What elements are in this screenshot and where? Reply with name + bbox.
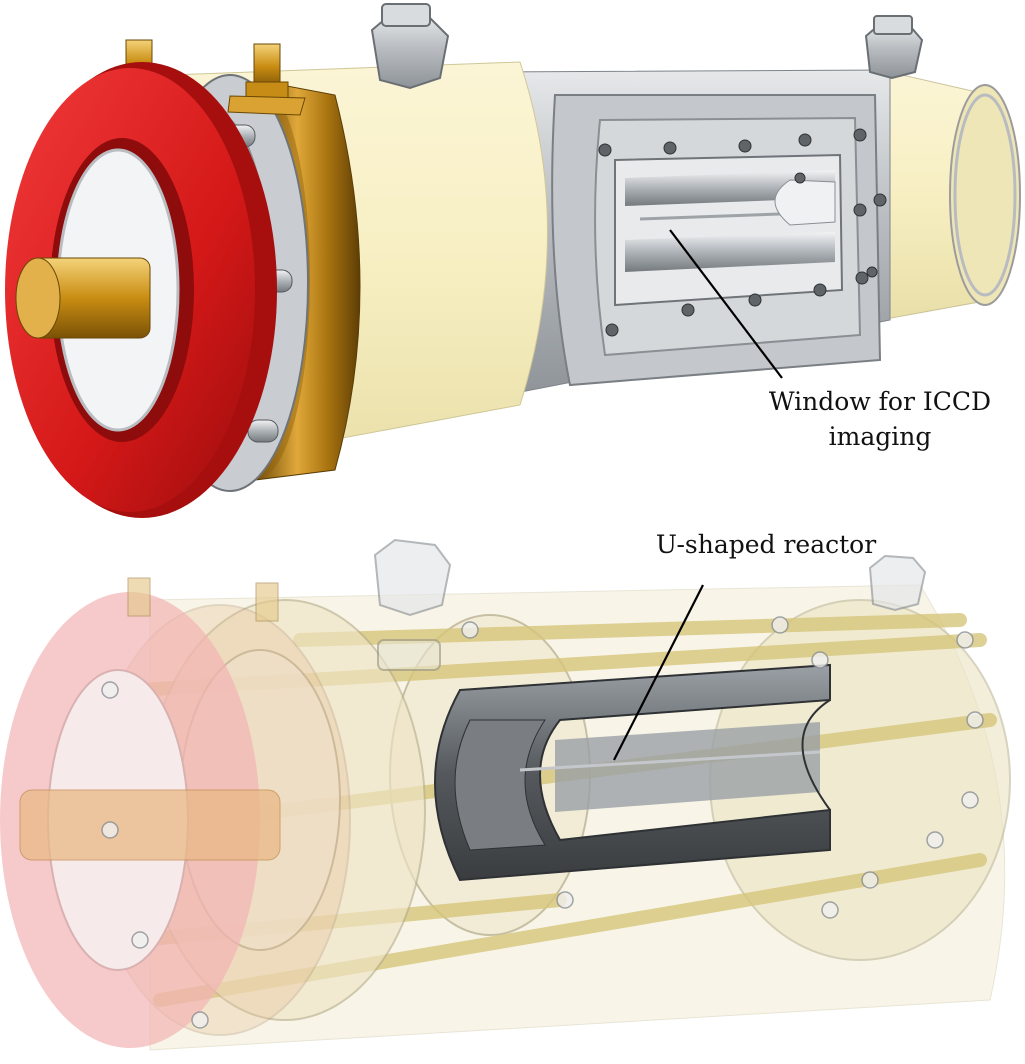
sma-connector-right xyxy=(227,43,306,116)
window-label-line2: imaging xyxy=(829,422,932,451)
reactor-channel-bottom xyxy=(625,232,835,272)
reactor-leader-line xyxy=(613,584,704,761)
center-electrode-pin xyxy=(15,257,151,339)
top-assembly xyxy=(5,3,1021,518)
reactor-annotation: U-shaped reactor xyxy=(613,530,876,761)
window-label-line1: Window for ICCD xyxy=(769,387,991,416)
translucent-center-pin xyxy=(19,789,281,861)
translucent-fittings xyxy=(127,538,927,671)
window-screws xyxy=(598,128,887,337)
u-shaped-reactor xyxy=(434,663,831,882)
bottom-bolt-heads xyxy=(101,616,984,1029)
window-annotation: Window for ICCD imaging xyxy=(669,229,991,451)
reactor-label: U-shaped reactor xyxy=(656,530,876,559)
bottom-assembly xyxy=(0,538,1011,1051)
top-hex-fitting-left xyxy=(370,3,450,90)
steel-window-section xyxy=(479,69,891,401)
top-hex-fitting-right xyxy=(864,15,924,80)
right-cream-section xyxy=(879,69,1021,321)
window-leader-line xyxy=(669,229,783,379)
